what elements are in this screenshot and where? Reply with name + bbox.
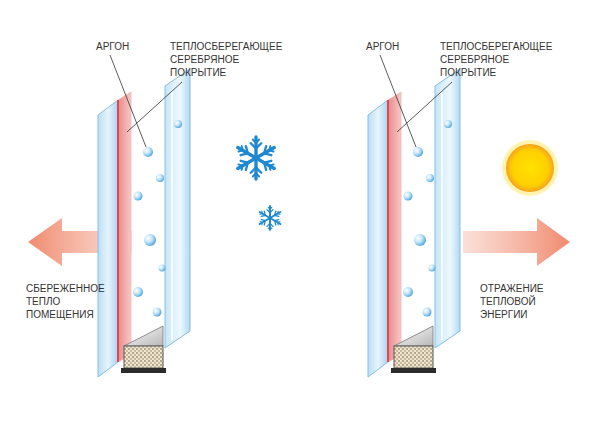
callout-label: АРГОН	[366, 40, 399, 53]
glazing-unit	[368, 69, 460, 377]
callout-label: АРГОН	[96, 40, 129, 53]
snowflake	[258, 206, 282, 230]
leader-lines	[110, 55, 452, 147]
sun-halo	[502, 140, 558, 196]
effect-label: СБЕРЕЖЕННОЕ ТЕПЛО ПОМЕЩЕНИЯ	[26, 282, 105, 321]
heat-arrow	[463, 218, 570, 266]
snowflake	[235, 137, 277, 179]
glazing-unit	[98, 69, 190, 377]
effect-label: ОТРАЖЕНИЕ ТЕПЛОВОЙ ЭНЕРГИИ	[480, 282, 544, 321]
callout-label: ТЕПЛОСБЕРЕГАЮЩЕЕ СЕРЕБРЯНОЕ ПОКРЫТИЕ	[440, 40, 552, 79]
sun	[506, 144, 554, 192]
callout-label: ТЕПЛОСБЕРЕГАЮЩЕЕ СЕРЕБРЯНОЕ ПОКРЫТИЕ	[170, 40, 282, 79]
